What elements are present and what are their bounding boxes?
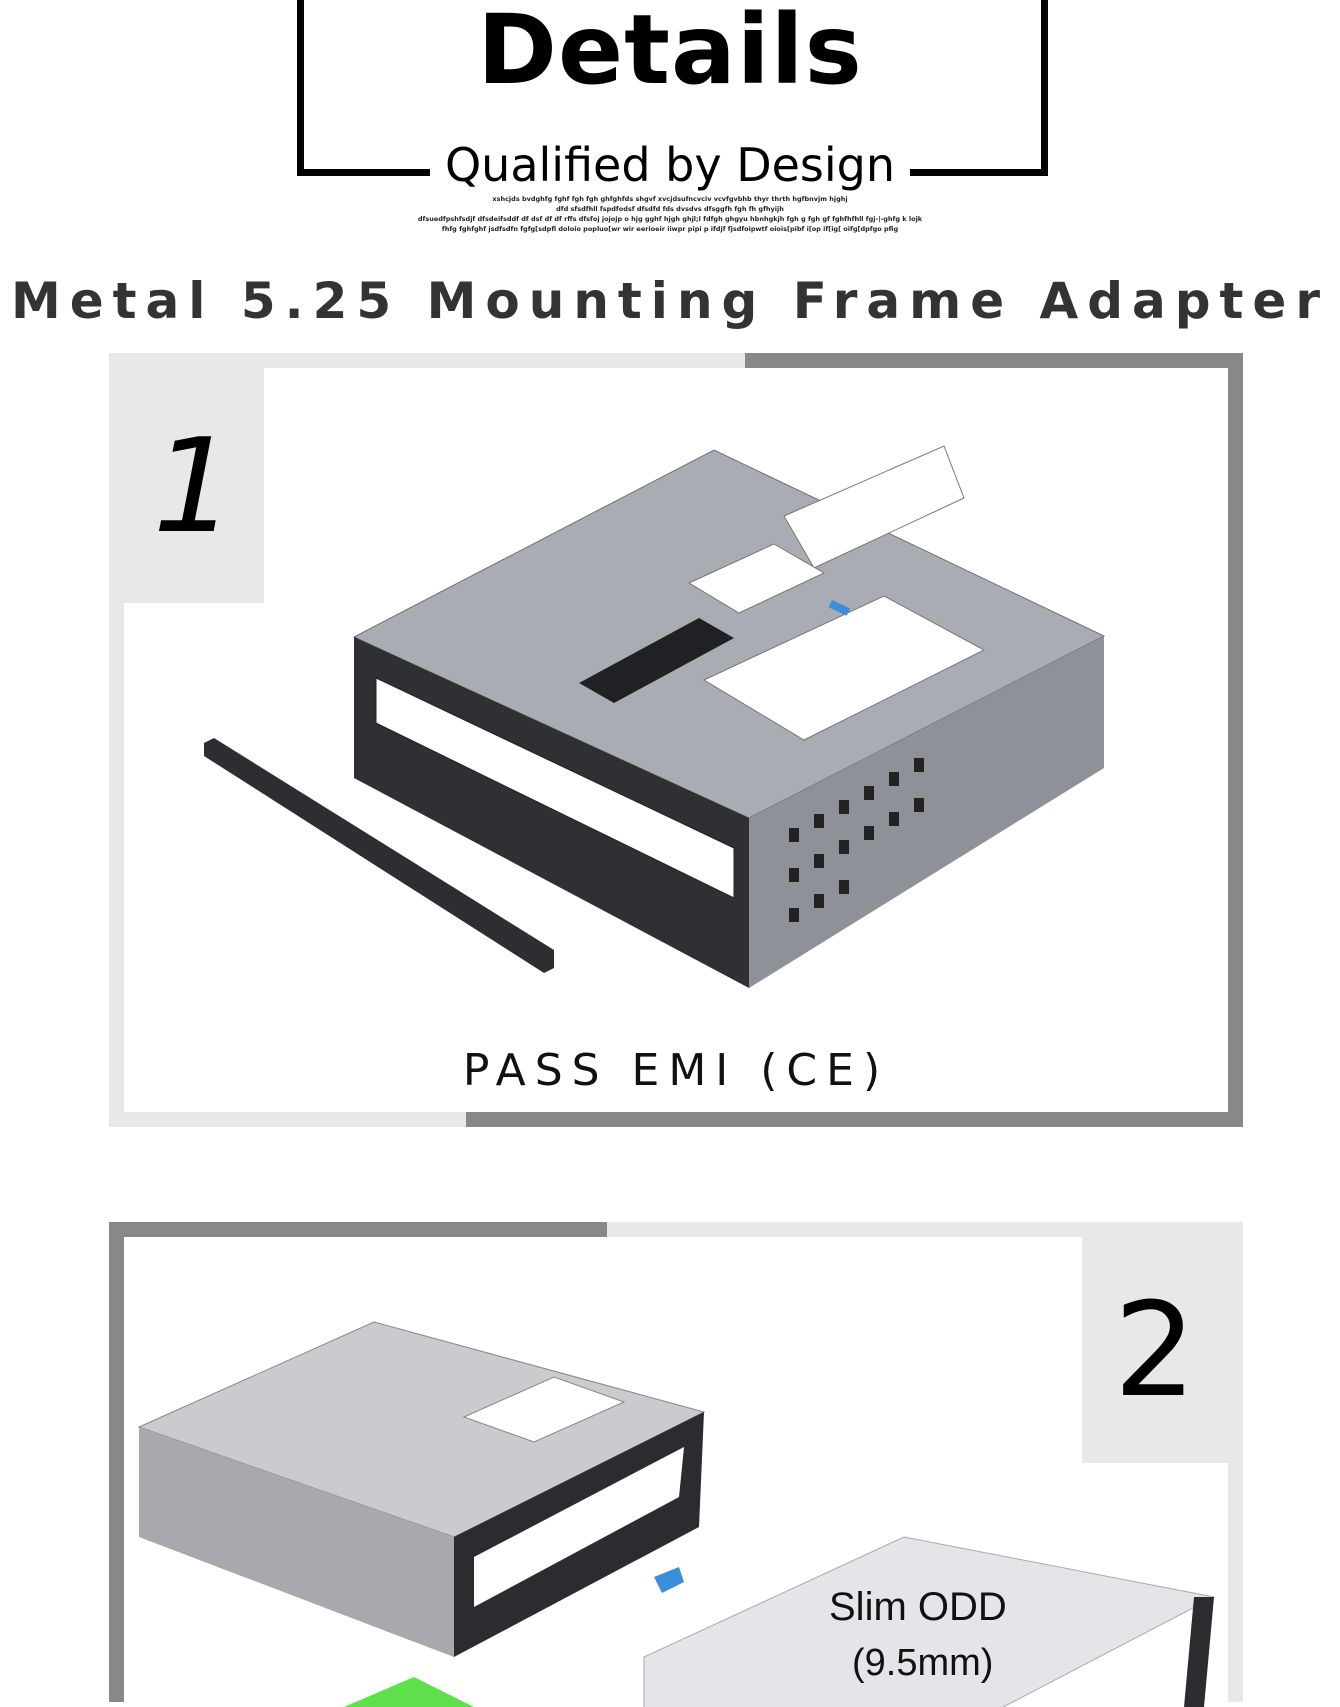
filler-line: fhfg fghfghf jsdfsdfn fgfg[sdpfi doloio … — [441, 225, 899, 233]
section-1-content: 1 PASS EMI (CE) — [124, 368, 1228, 1112]
page-title: Details — [477, 0, 863, 106]
odd-size-label: (9.5mm) — [852, 1642, 994, 1684]
filler-line: dfd sfsdfhll fspdfodsf dfsdfd fds dvsdvs… — [556, 205, 784, 213]
tagline: Qualified by Design — [430, 134, 910, 196]
section-2-panel: 2 Slim ODD (9.5mm) — [109, 1222, 1243, 1707]
section-1-panel: 1 PASS EMI (CE) — [109, 353, 1243, 1127]
filler-line: xshcjds bvdghfg fghf fgh fgh ghfghfds sh… — [492, 195, 848, 203]
product-title: Metal 5.25 Mounting Frame Adapter — [10, 272, 1330, 330]
frame-and-odd-image — [137, 1321, 1216, 1707]
mounting-frame-image — [204, 445, 1106, 988]
section-caption: PASS EMI (CE) — [462, 1045, 890, 1096]
filler-text: xshcjds bvdghfg fghf fgh fgh ghfghfds sh… — [0, 194, 1340, 234]
odd-label: Slim ODD — [829, 1585, 1007, 1629]
section-number: 2 — [1082, 1237, 1228, 1463]
filler-line: dfsuedfpshfsdjf dfsdeifsddf df dsf df df… — [417, 215, 923, 223]
section-number: 1 — [124, 368, 264, 603]
section-2-content: 2 Slim ODD (9.5mm) — [124, 1237, 1228, 1707]
